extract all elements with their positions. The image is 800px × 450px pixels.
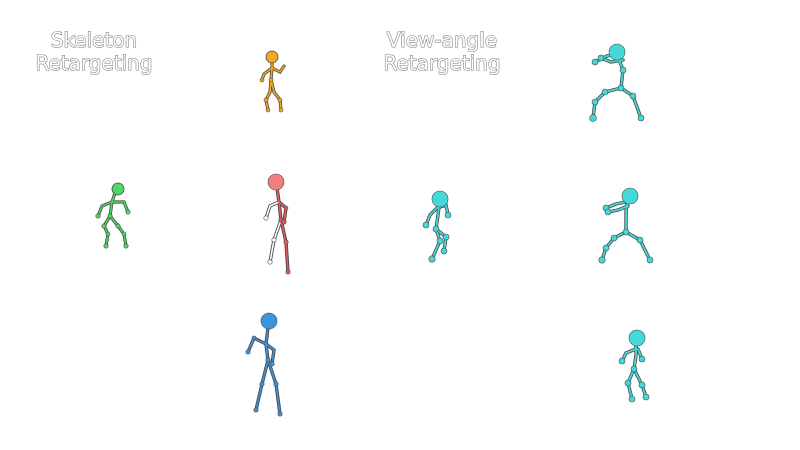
cyan-skeleton-left-drawing xyxy=(422,190,452,263)
cyan-skeleton-bottom xyxy=(612,325,662,410)
green-skeleton xyxy=(88,180,143,255)
cyan-skeleton-mid xyxy=(596,182,666,272)
red-skeleton-drawing xyxy=(263,173,291,275)
orange-skeleton xyxy=(250,48,300,118)
view-angle-retargeting-label: View-angle Retargeting xyxy=(376,28,508,75)
cyan-skeleton-left xyxy=(418,185,468,270)
view-label-line2: Retargeting xyxy=(383,51,501,75)
skeleton-label-line1: Skeleton xyxy=(50,28,138,52)
orange-skeleton-drawing xyxy=(259,50,286,113)
cyan-skeleton-top xyxy=(585,40,655,130)
cyan-skeleton-top-drawing xyxy=(589,43,645,122)
cyan-skeleton-bottom-drawing xyxy=(618,329,650,403)
view-label-line1: View-angle xyxy=(386,28,498,52)
red-skeleton xyxy=(248,170,308,280)
skeleton-retargeting-label: Skeleton Retargeting xyxy=(30,28,158,75)
green-skeleton-drawing xyxy=(95,182,131,249)
blue-skeleton xyxy=(238,310,298,420)
blue-skeleton-drawing xyxy=(245,312,283,417)
cyan-skeleton-mid-drawing xyxy=(598,187,654,264)
skeleton-label-line2: Retargeting xyxy=(35,51,153,75)
